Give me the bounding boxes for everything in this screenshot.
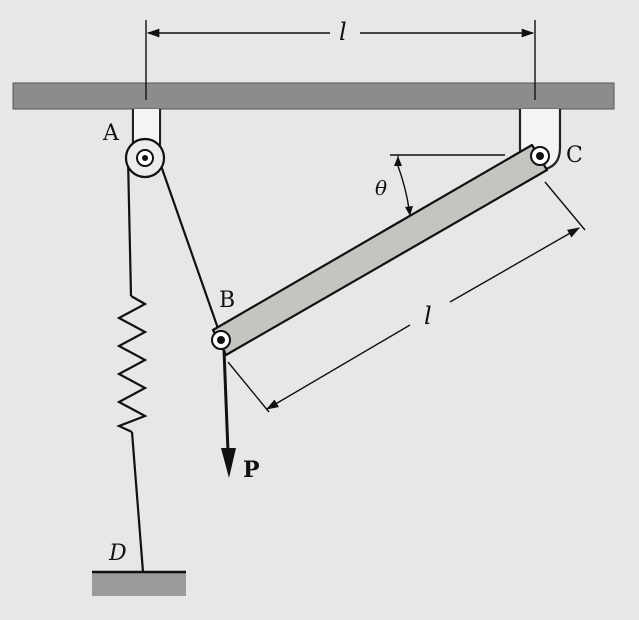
cable bbox=[157, 159, 223, 338]
label-length-top: l bbox=[339, 18, 347, 46]
label-c: C bbox=[566, 143, 583, 168]
pin-b bbox=[211, 330, 231, 350]
label-d: D bbox=[108, 541, 127, 566]
top-dimension bbox=[145, 20, 536, 100]
label-p: P bbox=[243, 457, 260, 483]
bar-dimension bbox=[227, 181, 586, 413]
pin-c bbox=[530, 146, 550, 166]
label-a: A bbox=[102, 121, 120, 146]
label-theta: θ bbox=[375, 176, 387, 200]
spring-cord bbox=[116, 157, 148, 573]
angle-theta bbox=[390, 154, 505, 216]
ceiling bbox=[12, 82, 615, 110]
ground bbox=[92, 572, 186, 596]
pulley-a bbox=[124, 137, 166, 179]
label-b: B bbox=[219, 288, 235, 313]
load-arrow bbox=[221, 349, 236, 478]
label-length-bar: l bbox=[424, 302, 432, 330]
